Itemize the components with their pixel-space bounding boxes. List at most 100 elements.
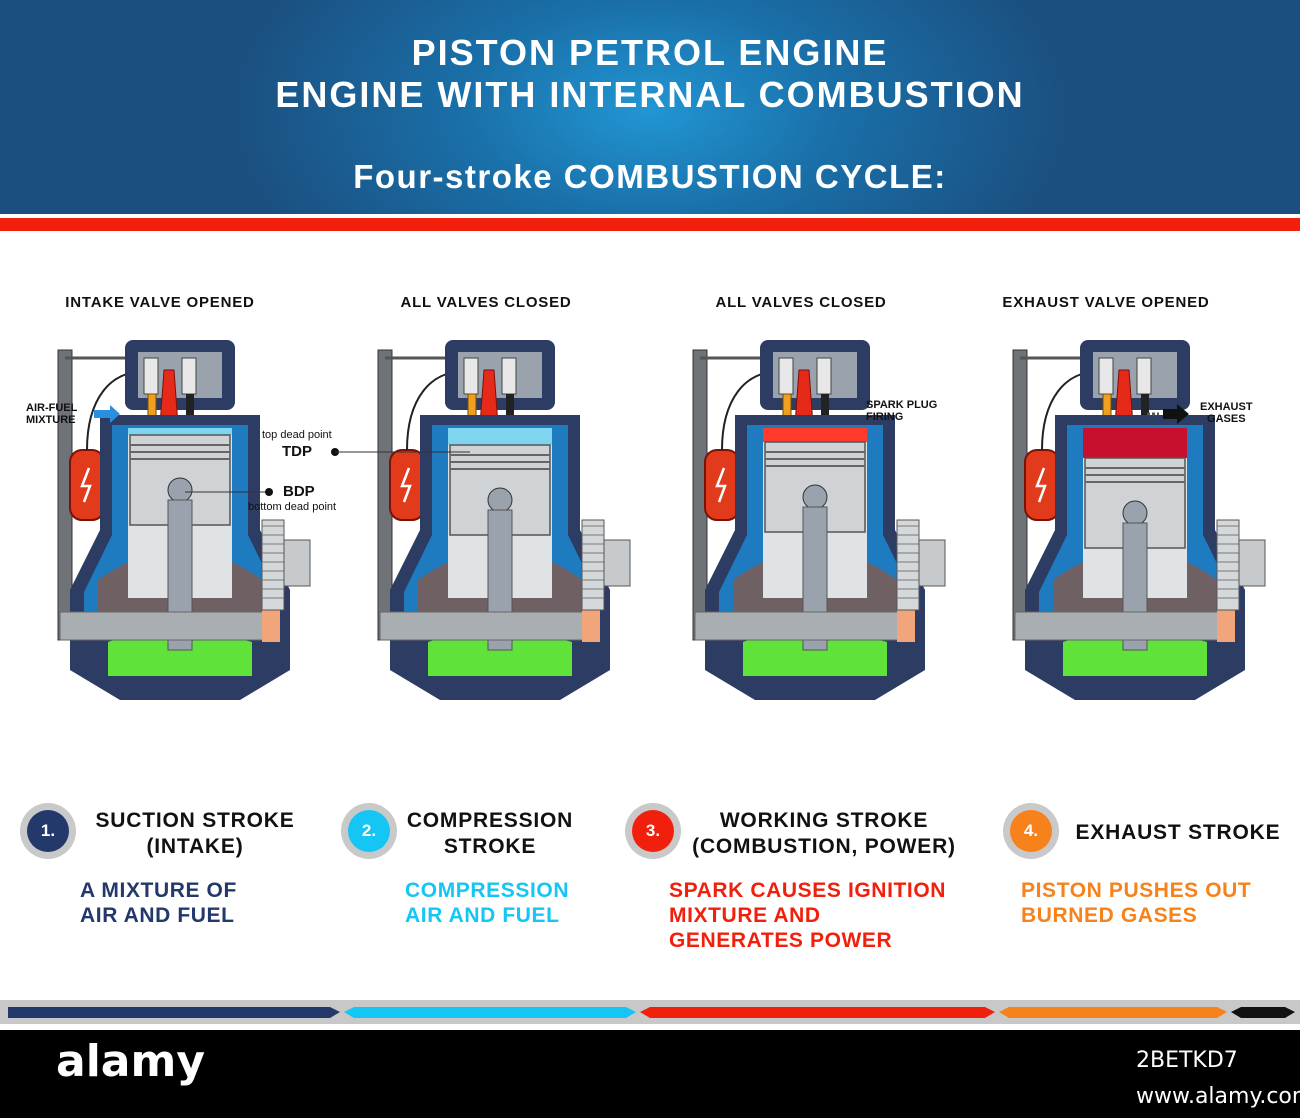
exhaust-valve-spring bbox=[181, 357, 197, 395]
step-2-desc-line2: AIR AND FUEL bbox=[405, 904, 560, 927]
crankshaft bbox=[694, 611, 906, 641]
panel-label-exhaust: EXHAUST VALVE OPENED bbox=[1002, 294, 1210, 311]
step-4-desc-line2: BURNED GASES bbox=[1021, 904, 1198, 927]
tdp-leader-line bbox=[331, 448, 470, 456]
footer-bar bbox=[0, 1030, 1300, 1118]
title-line-1: PISTON PETROL ENGINE bbox=[411, 32, 889, 73]
combustion-chamber bbox=[1083, 428, 1187, 458]
spark-plug-label-line2: FIRING bbox=[866, 411, 904, 423]
exhaust-gases-label-line1: EXHAUST bbox=[1200, 401, 1253, 413]
step-4-desc-line1: PISTON PUSHES OUT bbox=[1021, 879, 1252, 902]
step-3-desc-line3: GENERATES POWER bbox=[669, 929, 893, 952]
tdp-label: TDP bbox=[282, 443, 312, 460]
intake-valve-spring bbox=[778, 357, 794, 395]
air-fuel-label: AIR-FUEL MIXTURE bbox=[26, 402, 77, 426]
step-3-title: WORKING STROKE (COMBUSTION, POWER) bbox=[684, 808, 964, 860]
exhaust-valve bbox=[496, 394, 524, 432]
crank-pulley bbox=[897, 610, 915, 642]
bdp-leader-line bbox=[185, 488, 273, 496]
crank-pulley bbox=[582, 610, 600, 642]
exhaust-valve bbox=[811, 394, 839, 432]
exhaust-valve-spring bbox=[816, 357, 832, 395]
lightning-icon bbox=[1035, 467, 1047, 503]
air-fuel-label-line2: MIXTURE bbox=[26, 414, 76, 426]
cycle-progress-bar bbox=[0, 1000, 1300, 1024]
combustion-chamber bbox=[128, 428, 232, 435]
step-4-title-line1: EXHAUST STROKE bbox=[1075, 821, 1281, 844]
title-line-2: ENGINE WITH INTERNAL COMBUSTION bbox=[275, 74, 1025, 115]
oil-sump bbox=[743, 636, 887, 676]
progress-segment-compression bbox=[344, 1007, 636, 1018]
spark-plug-label: SPARK PLUG FIRING bbox=[866, 399, 937, 423]
progress-segment-exhaust bbox=[999, 1007, 1227, 1018]
tdp-small-label: top dead point bbox=[262, 429, 332, 441]
lightning-icon bbox=[715, 467, 727, 503]
step-2-badge: 2. bbox=[341, 803, 397, 859]
exhaust-valve bbox=[176, 394, 204, 432]
flywheel bbox=[896, 519, 920, 611]
oil-sump bbox=[428, 636, 572, 676]
step-2-description: COMPRESSION AIR AND FUEL bbox=[405, 878, 569, 928]
oil-sump bbox=[1063, 636, 1207, 676]
step-1-badge: 1. bbox=[20, 803, 76, 859]
flywheel bbox=[261, 519, 285, 611]
step-4-badge: 4. bbox=[1003, 803, 1059, 859]
engine-diagram-power bbox=[692, 340, 946, 700]
engine-diagram-intake bbox=[57, 340, 311, 700]
air-fuel-label-line1: AIR-FUEL bbox=[26, 402, 78, 414]
spark-plug-label-line1: SPARK PLUG bbox=[866, 399, 938, 411]
lightning-icon bbox=[80, 467, 92, 503]
exhaust-valve-spring bbox=[1136, 357, 1152, 395]
step-3-title-line2: (COMBUSTION, POWER) bbox=[692, 835, 956, 858]
intake-arrow-icon bbox=[94, 405, 120, 423]
engine-diagram-compression bbox=[377, 340, 631, 700]
gear-hub bbox=[1238, 539, 1266, 587]
flywheel bbox=[581, 519, 605, 611]
exhaust-arrow-icon bbox=[1147, 404, 1189, 424]
crank-pulley bbox=[262, 610, 280, 642]
intake-valve-spring bbox=[1098, 357, 1114, 395]
piston-pin bbox=[1122, 500, 1148, 526]
step-2-desc-line1: COMPRESSION bbox=[405, 879, 570, 902]
piston-pin bbox=[802, 484, 828, 510]
step-4-number: 4. bbox=[1010, 810, 1052, 852]
intake-valve-spring bbox=[143, 357, 159, 395]
footer-image-id: 2BETKD7 bbox=[1136, 1048, 1238, 1073]
flywheel bbox=[1216, 519, 1240, 611]
progress-segment-power bbox=[640, 1007, 995, 1018]
footer-logo: alamy bbox=[56, 1036, 205, 1087]
progress-segment-end bbox=[1231, 1007, 1295, 1018]
gear-hub bbox=[283, 539, 311, 587]
crank-pulley bbox=[1217, 610, 1235, 642]
step-3-number: 3. bbox=[632, 810, 674, 852]
step-3-desc-line1: SPARK CAUSES IGNITION bbox=[669, 879, 947, 902]
engine-diagram-exhaust bbox=[1012, 340, 1266, 700]
step-4-title: EXHAUST STROKE bbox=[1068, 820, 1288, 846]
gear-hub bbox=[918, 539, 946, 587]
step-2-title: COMPRESSION STROKE bbox=[400, 808, 580, 860]
header-banner: PISTON PETROL ENGINE ENGINE WITH INTERNA… bbox=[0, 0, 1300, 214]
lightning-icon bbox=[400, 467, 412, 503]
combustion-chamber bbox=[763, 428, 867, 442]
oil-sump bbox=[108, 636, 252, 676]
step-1-desc-line2: AIR AND FUEL bbox=[80, 904, 235, 927]
step-1-title-line2: (INTAKE) bbox=[146, 835, 244, 858]
step-4-description: PISTON PUSHES OUT BURNED GASES bbox=[1021, 878, 1251, 928]
step-2-number: 2. bbox=[348, 810, 390, 852]
gear-hub bbox=[603, 539, 631, 587]
step-2-title-line2: STROKE bbox=[443, 835, 537, 858]
crankshaft bbox=[59, 611, 271, 641]
progress-segment-intake bbox=[8, 1007, 340, 1018]
exhaust-gases-label: EXHAUST GASES bbox=[1200, 401, 1253, 425]
exhaust-gases-label-line2: GASES bbox=[1207, 413, 1246, 425]
bdp-label: BDP bbox=[283, 483, 315, 500]
header-divider-white bbox=[0, 214, 1300, 218]
panel-label-power: ALL VALVES CLOSED bbox=[715, 294, 887, 311]
step-3-description: SPARK CAUSES IGNITION MIXTURE AND GENERA… bbox=[669, 878, 946, 953]
crankshaft bbox=[1014, 611, 1226, 641]
step-1-number: 1. bbox=[27, 810, 69, 852]
crankshaft bbox=[379, 611, 591, 641]
piston-pin bbox=[487, 487, 513, 513]
subtitle: Four-stroke COMBUSTION CYCLE: bbox=[353, 158, 947, 195]
step-1-desc-line1: A MIXTURE OF bbox=[80, 879, 237, 902]
